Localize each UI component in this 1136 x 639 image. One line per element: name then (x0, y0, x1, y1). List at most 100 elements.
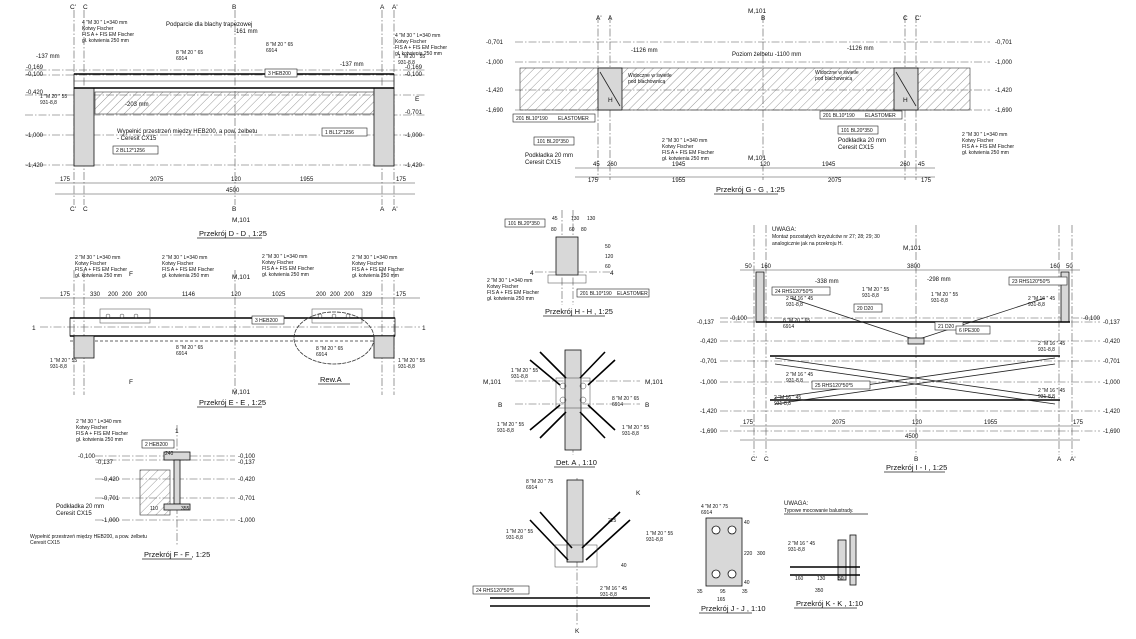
dim-label: 175 (396, 177, 407, 183)
view-note: Widoczne w świetle (628, 73, 672, 79)
dim-label: 200 (137, 292, 148, 298)
bolt-note: 6914 (783, 324, 794, 330)
dim-label: 200 (330, 292, 341, 298)
dim-label: 35 (697, 589, 703, 595)
section-f-f: 1 -0,100 -0,137 -0,100 -0,137 -0,420 -0,… (30, 419, 256, 560)
bolt-note: 6914 (316, 352, 327, 358)
view-note: pod blachownicą (815, 76, 852, 82)
bolt-note: 2 "M 16 " 45 (774, 395, 801, 401)
dim-label: 50 (745, 264, 752, 270)
bolt-note: 931-8,8 (786, 302, 803, 308)
anchor-note: FIS A + FIS EM Fischer (75, 267, 127, 273)
dim-label: 110 (150, 506, 158, 512)
bolt-note: 931-8,8 (786, 378, 803, 384)
bolt-note: 931-8,8 (398, 364, 415, 370)
bolt-note: 8 "M 20 " 65 (266, 42, 293, 48)
dim-label: 2075 (150, 177, 164, 183)
cut-label: F (129, 271, 133, 278)
level-label: -1,690 (700, 429, 718, 435)
level-label: -1,000 (995, 60, 1013, 66)
level-label: -0,137 (238, 460, 256, 466)
level-label: -0,420 (700, 339, 718, 345)
section-title: Przekrój F - F , 1:25 (144, 550, 210, 559)
dim-label: 120 (912, 420, 923, 426)
axis-label: B (761, 15, 765, 22)
anchor-note: gł. kotwienia 250 mm (75, 273, 122, 279)
member-tag: 24 RHS120*50*5 (775, 289, 813, 295)
dim-label: 130 (817, 576, 826, 582)
anchor-note: Kotwy Fischer (352, 261, 384, 267)
level-label: -1,000 (1103, 380, 1121, 386)
pad-note: Ceresit CX15 (56, 511, 92, 517)
anchor-note: gł. kotwienia 250 mm (352, 273, 399, 279)
dim-label: 350 (815, 588, 824, 594)
axis-label: C (764, 456, 769, 463)
dim-label: 50 (605, 244, 611, 250)
bolt-note: 8 "M 20 " 65 (176, 50, 203, 56)
anchor-note: Kotwy Fischer (487, 284, 519, 290)
level-label: -0,420 (238, 477, 256, 483)
axis-label: M,101 (748, 8, 766, 15)
anchor-note: Kotwy Fischer (262, 260, 294, 266)
bolt-note: 2 "M 16 " 45 (1038, 388, 1065, 394)
bolt-note: 4 "M 20 " 75 (701, 504, 728, 510)
anchor-note: 2 "M 30 " L=340 mm (75, 255, 120, 261)
dim-label: 2075 (832, 420, 846, 426)
anchor-note: gł. kotwienia 250 mm (662, 156, 709, 162)
level-label: -0,137 (96, 460, 114, 466)
dim-label: 200 (122, 292, 133, 298)
level-label: -0,701 (102, 496, 120, 502)
dim-label: 160 (1050, 264, 1061, 270)
dim-label: 160 (761, 264, 772, 270)
bolt-note: 931-8,8 (497, 428, 514, 434)
section-g-g: A' A B C C' M,101 -0,701 -1,000 -1,420 -… (486, 8, 1014, 195)
member-tag: 24 RHS120*50*5 (476, 588, 514, 594)
member-tag: 2 HEB200 (145, 442, 168, 448)
dim-label: 3800 (907, 264, 921, 270)
cut-label: K (636, 490, 641, 497)
anchor-note: FIS A + FIS EM Fischer (352, 267, 404, 273)
bolt-note: 931-8,8 (506, 535, 523, 541)
axis-label: M,101 (748, 155, 766, 162)
dim-label: 329 (362, 292, 373, 298)
level-label: -0,169 (26, 65, 44, 71)
bolt-note: 1 "M 20 " 55 (398, 54, 425, 60)
level-label: -0,420 (102, 477, 120, 483)
anchor-note: gł. kotwienia 250 mm (487, 296, 534, 302)
dim-label: 175 (396, 292, 407, 298)
bolt-note: 1 "M 20 " 55 (622, 425, 649, 431)
member-tag: 21 D20 (938, 324, 954, 330)
member-tag: 23 RHS120*50*5 (1012, 279, 1050, 285)
bolt-note: 931-8,8 (788, 547, 805, 553)
anchor-note: 2 "M 30 " L=340 mm (487, 278, 532, 284)
dim-label: -1126 mm (631, 48, 658, 54)
dim-label: 120 (231, 177, 242, 183)
dim-label: 95 (720, 589, 726, 595)
level-label: -0,701 (995, 40, 1013, 46)
bolt-note: 931-8,8 (600, 592, 617, 598)
detail-a: M,101 M,101 B B 1 "M 20 " 55 931-8,8 8 "… (483, 349, 663, 468)
bolt-note: 6914 (266, 48, 277, 54)
dim-label: 200 (344, 292, 355, 298)
axis-label: M,101 (483, 379, 501, 386)
cut-label: E (415, 96, 420, 103)
dim-label: 50 (1066, 264, 1073, 270)
axis-label: C' (915, 15, 921, 22)
section-title: Przekrój J - J , 1:10 (701, 604, 766, 613)
pad-note: Ceresit CX15 (838, 145, 874, 151)
axis-label: B (232, 206, 236, 213)
section-title: Det. A , 1:10 (556, 458, 597, 467)
dim-label: 60 (605, 264, 611, 270)
dim-label: 60 (569, 227, 575, 233)
bolt-note: 1 "M 20 " 55 (506, 529, 533, 535)
section-title: Przekrój H - H , 1:25 (545, 307, 613, 316)
dim-label: 220 (744, 551, 753, 557)
dim-label: 175 (588, 178, 599, 184)
dim-label: -1126 mm (847, 46, 874, 52)
dim-label: 40 (621, 563, 627, 569)
axis-label: B (498, 402, 502, 409)
bolt-note: 931-8,8 (1038, 394, 1055, 400)
bolt-note: 1 "M 20 " 55 (497, 422, 524, 428)
axis-label: M,101 (903, 245, 921, 252)
